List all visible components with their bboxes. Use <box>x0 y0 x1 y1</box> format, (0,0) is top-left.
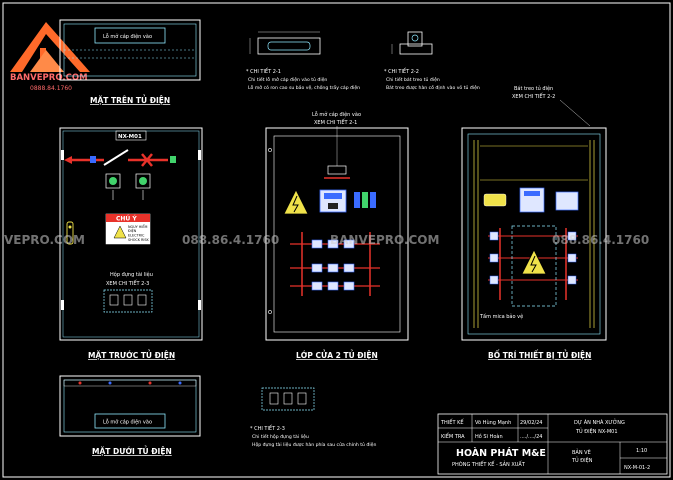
layout-lightning-icon <box>521 249 547 275</box>
tb-checked-date: ..../..../24 <box>520 434 542 440</box>
door-hole-label: Lỗ mở cáp điện vào <box>312 111 361 118</box>
tb-project-1: DỰ ÁN NHÀ XƯỞNG <box>574 418 625 426</box>
tb-department: PHÒNG THIẾT KẾ - SẢN XUẤT <box>452 460 526 468</box>
bottom-view-title: MẶT DƯỚI TỦ ĐIỆN <box>92 446 172 456</box>
top-view: Lỗ mở cáp điện vào MẶT TRÊN TỦ ĐIỆN <box>59 19 201 105</box>
watermark-left: VEPRO.COM <box>4 233 85 247</box>
door-view-title: LỚP CỬA 2 TỦ ĐIỆN <box>296 350 378 360</box>
doc-holder-box <box>103 289 153 313</box>
bottom-view: Lỗ mở cáp điện vào MẶT DƯỚI TỦ ĐIỆN <box>59 375 201 456</box>
detail-2-1-line1: Chi tiết lỗ mở cáp điện vào tủ điện <box>248 76 327 83</box>
din-rails <box>473 140 595 328</box>
bottom-cable-hole-label: Lỗ mở cáp điện vào <box>103 419 152 426</box>
detail-2-3-line1: Chi tiết hộp đựng tài liệu <box>252 433 309 440</box>
tb-checked-label: KIỂM TRA <box>441 432 465 440</box>
breaker-icon <box>319 189 376 213</box>
mcb-rows <box>290 232 380 296</box>
warning-line4: SHOCK RISK <box>128 238 150 242</box>
selector-switches <box>105 173 151 200</box>
watermark: VEPRO.COM 088.86.4.1760 BANVEPRO.COM 088… <box>4 233 649 247</box>
hinge-icon <box>61 150 201 310</box>
door-view: Lỗ mở cáp điện vào XEM CHI TIẾT 2-1 <box>265 111 409 360</box>
danger-sign-icon: CHÚ Ý NGUY HIỂM ĐIỆN ELECTRIC SHOCK RISK <box>105 213 151 245</box>
top-cable-hole-label: Lỗ mở cáp điện vào <box>103 33 152 40</box>
front-handle <box>66 221 74 245</box>
layout-view-title: BỐ TRÍ THIẾT BỊ TỦ ĐIỆN <box>488 350 591 360</box>
detail-2-3: * CHI TIẾT 2-3 Chi tiết hộp đựng tài liệ… <box>250 387 376 448</box>
warning-line1: NGUY HIỂM <box>128 224 147 229</box>
front-panel-tag <box>115 130 147 141</box>
logo-phone: 0888.84.1760 <box>30 85 72 92</box>
warning-heading: CHÚ Ý <box>116 216 137 223</box>
title-block: THIẾT KẾ Võ Hùng Mạnh 29/02/24 KIỂM TRA … <box>437 413 668 475</box>
front-view-title: MẶT TRƯỚC TỦ ĐIỆN <box>88 350 175 360</box>
tb-checked-by: Hồ Sĩ Hoàn <box>475 432 503 440</box>
detail-2-1-line2: Lỗ mở có ron cao su bảo vệ, chống trầy c… <box>248 83 360 91</box>
mica-cover <box>511 225 557 307</box>
tb-designed-date: 29/02/24 <box>520 420 542 426</box>
detail-2-2-line1: Chi tiết bát treo tủ điện <box>386 76 440 83</box>
watermark-phone-1: 088.86.4.1760 <box>182 233 279 247</box>
mica-cover-label: Tấm mica bảo vệ <box>479 313 523 320</box>
detail-2-3-line2: Hộp đựng tài liệu được hàn phía sau cửa … <box>252 441 376 448</box>
layout-hanger-note: Bát treo tủ điện <box>514 85 553 92</box>
detail-2-2-title: * CHI TIẾT 2-2 <box>384 67 419 75</box>
tb-sheet-1: BẢN VẼ <box>572 448 591 456</box>
layout-busbars <box>488 228 578 300</box>
door-hole-ref: XEM CHI TIẾT 2-1 <box>314 118 357 126</box>
layout-view: Bát treo tủ điện XEM CHI TIẾT 2-2 <box>461 85 607 360</box>
layout-hanger-ref: XEM CHI TIẾT 2-2 <box>512 92 555 100</box>
detail-2-2-line2: Bát treo được hàn cố định vào vỏ tủ điện <box>386 84 480 91</box>
top-view-title: MẶT TRÊN TỦ ĐIỆN <box>90 95 170 105</box>
watermark-brand: BANVEPRO.COM <box>330 233 439 247</box>
logo-brand: BANVEPRO.COM <box>10 73 88 83</box>
tb-designed-by: Võ Hùng Mạnh <box>475 419 511 426</box>
warning-line3: ELECTRIC <box>128 234 145 238</box>
tb-project-2: TỦ ĐIỆN NX-M01 <box>575 427 618 435</box>
detail-2-1-title: * CHI TIẾT 2-1 <box>246 67 281 75</box>
lightning-warning-icon <box>283 189 309 215</box>
company-logo: BANVEPRO.COM 0888.84.1760 <box>10 22 90 92</box>
detail-2-3-title: * CHI TIẾT 2-3 <box>250 424 285 432</box>
front-view: NX-M01 CHÚ Ý <box>59 127 203 360</box>
tb-company: HOÀN PHÁT M&E <box>456 447 546 459</box>
tb-drawing-no: NX-M-01-2 <box>624 465 650 471</box>
bottom-cable-hole <box>94 413 166 429</box>
doc-holder-label: Hộp đựng tài liệu <box>110 271 153 278</box>
mimic-diagram <box>64 149 176 167</box>
warning-line2: ĐIỆN <box>128 228 137 233</box>
house-logo-icon <box>10 22 90 72</box>
detail-2-2: * CHI TIẾT 2-2 Chi tiết bát treo tủ điện… <box>384 31 480 91</box>
top-cable-hole <box>94 27 166 44</box>
doc-holder-ref: XEM CHI TIẾT 2-3 <box>106 279 149 287</box>
tb-scale: 1:10 <box>636 448 647 454</box>
front-panel-tag-text: NX-M01 <box>118 134 142 140</box>
tb-designed-label: THIẾT KẾ <box>440 418 464 426</box>
tb-sheet-2: TỦ ĐIỆN <box>571 456 593 464</box>
watermark-phone-2: 088.86.4.1760 <box>552 233 649 247</box>
detail-2-1: * CHI TIẾT 2-1 Chi tiết lỗ mở cáp điện v… <box>246 31 360 91</box>
